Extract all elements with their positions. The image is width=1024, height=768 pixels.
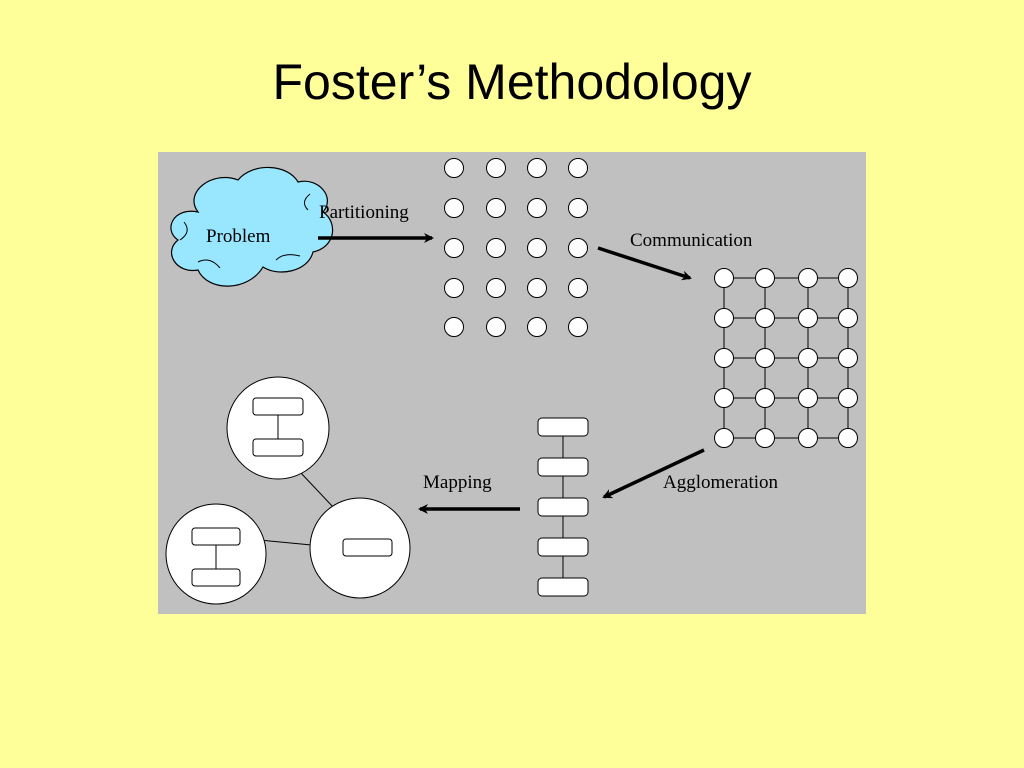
agglomerated-task [537, 577, 589, 597]
problem-label: Problem [206, 226, 271, 247]
task-node [486, 238, 506, 258]
task-node [486, 278, 506, 298]
mesh-node [714, 268, 734, 288]
mesh-node [798, 308, 818, 328]
agglomerated-task [537, 497, 589, 517]
processor-top-task [252, 397, 304, 416]
mesh-node [838, 348, 858, 368]
task-node [444, 238, 464, 258]
mesh-node [755, 428, 775, 448]
agglomerated-task [537, 457, 589, 477]
task-node [568, 158, 588, 178]
task-node [527, 238, 547, 258]
task-node [527, 317, 547, 337]
mesh-node [838, 308, 858, 328]
mesh-node [798, 428, 818, 448]
slide-title: Foster’s Methodology [272, 54, 752, 110]
mesh-node [755, 308, 775, 328]
processor-left-task [191, 568, 241, 587]
task-node [568, 317, 588, 337]
mesh-node [755, 348, 775, 368]
task-node [568, 278, 588, 298]
processor-right-task [342, 538, 393, 557]
agglomerated-task-chain [537, 417, 589, 597]
task-node [444, 158, 464, 178]
processor-top-task [252, 438, 304, 457]
task-node [486, 317, 506, 337]
mesh-node [838, 428, 858, 448]
task-node [568, 198, 588, 218]
task-node [444, 198, 464, 218]
foster-diagram: Problem Partitioning Communication Agglo… [158, 152, 866, 614]
partitioning-label: Partitioning [319, 202, 409, 223]
agglomeration-label: Agglomeration [663, 472, 779, 493]
mesh-node [838, 388, 858, 408]
mesh-node [838, 268, 858, 288]
mapping-label: Mapping [423, 472, 492, 493]
problem-cloud [170, 166, 334, 287]
task-node [568, 238, 588, 258]
task-node [486, 198, 506, 218]
task-node [527, 278, 547, 298]
mesh-node [798, 348, 818, 368]
processor-left-task [191, 527, 241, 546]
mesh-node [755, 388, 775, 408]
partition-task-grid [444, 158, 588, 337]
mesh-node [714, 428, 734, 448]
task-node [444, 278, 464, 298]
processor-mapping [165, 376, 411, 605]
mesh-node [714, 388, 734, 408]
mesh-node [755, 268, 775, 288]
agglomerated-task [537, 417, 589, 437]
agglomeration-arrow [602, 448, 705, 499]
mesh-node [714, 308, 734, 328]
mesh-node [798, 388, 818, 408]
agglomerated-task [537, 537, 589, 557]
task-node [527, 198, 547, 218]
mesh-node [714, 348, 734, 368]
communication-mesh [714, 268, 858, 448]
task-node [444, 317, 464, 337]
task-node [527, 158, 547, 178]
mesh-node [798, 268, 818, 288]
task-node [486, 158, 506, 178]
communication-arrow [597, 246, 692, 281]
communication-label: Communication [630, 230, 753, 251]
